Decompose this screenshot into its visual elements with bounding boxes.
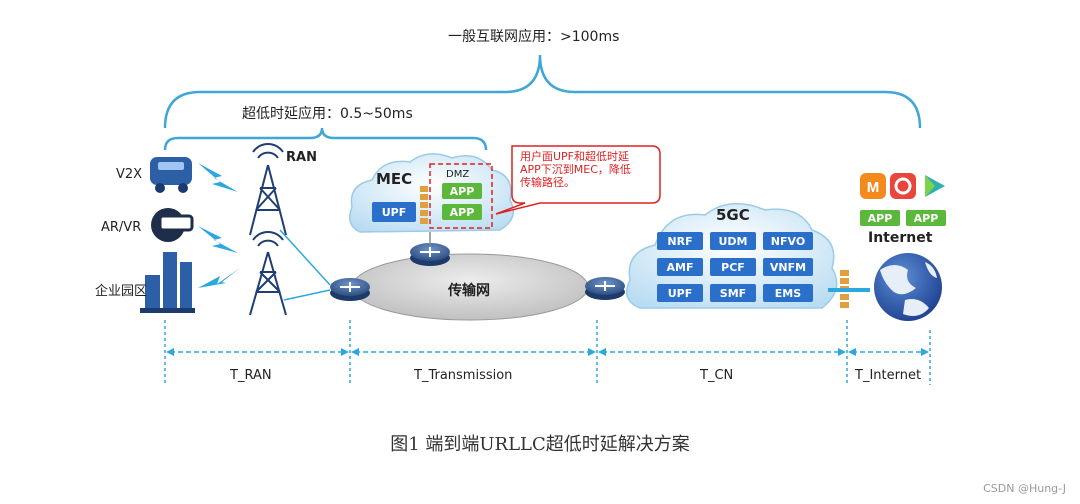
- core-nf-box: AMF: [657, 258, 703, 276]
- callout-bubble: [495, 145, 661, 215]
- ran-tower-top: [249, 143, 287, 236]
- internet-app-icons: M: [860, 173, 945, 199]
- general-latency-brace: [163, 54, 922, 129]
- watermark: CSDN @Hung-J: [983, 482, 1066, 495]
- core-nf-box: UPF: [657, 284, 703, 302]
- dmz-label: DMZ: [446, 169, 470, 180]
- mec-app-box: APP: [442, 204, 482, 220]
- car-icon: [150, 157, 192, 193]
- internet-app-box: APP: [860, 210, 900, 226]
- mec-upf-box: UPF: [372, 202, 416, 222]
- wireless-signal-icons: [198, 163, 240, 288]
- segment-label-internet: T_Internet: [855, 368, 922, 383]
- core-nf-box: NRF: [657, 232, 703, 250]
- router-icon-ran: [330, 278, 370, 301]
- core-title: 5GC: [716, 206, 750, 224]
- callout-text: 用户面UPF和超低时延APP下沉到MEC，降低传输路径。: [520, 150, 631, 189]
- segment-label-transmission: T_Transmission: [414, 368, 513, 383]
- figure-caption: 图1 端到端URLLC超低时延解决方案: [390, 434, 690, 455]
- internet-label: Internet: [868, 230, 933, 246]
- internet-app-box: APP: [906, 210, 946, 226]
- core-nf-box: NFVO: [763, 232, 813, 250]
- device-label-v2x: V2X: [116, 167, 143, 182]
- core-nf-box: UDM: [710, 232, 756, 250]
- ran-tower-bottom: [249, 231, 287, 316]
- router-icon-mec: [410, 243, 450, 266]
- core-nf-box: VNFM: [763, 258, 813, 276]
- device-label-enterprise: 企业园区: [95, 284, 148, 299]
- mec-firewall-icon: [420, 186, 428, 224]
- segment-arrows: [164, 320, 931, 385]
- router-icon-core: [585, 277, 625, 300]
- vr-headset-icon: [151, 208, 194, 242]
- globe-icon: [874, 253, 942, 321]
- enterprise-building-icon: [140, 252, 195, 313]
- general-latency-label: 一般互联网应用：>100ms: [448, 29, 620, 45]
- mec-title: MEC: [376, 170, 413, 188]
- transport-network-label: 传输网: [448, 283, 490, 299]
- mec-app-box: APP: [442, 183, 482, 199]
- core-cloud: [625, 202, 838, 309]
- device-label-arvr: AR/VR: [101, 220, 142, 235]
- core-nf-box: SMF: [710, 284, 756, 302]
- dmz-box: [429, 163, 493, 229]
- ran-label: RAN: [286, 150, 317, 165]
- svg-text:M: M: [867, 179, 880, 196]
- segment-arrowheads: [166, 348, 929, 356]
- core-nf-box: PCF: [710, 258, 756, 276]
- segment-label-ran: T_RAN: [230, 368, 272, 383]
- ultra-low-latency-label: 超低时延应用：0.5~50ms: [242, 106, 413, 122]
- ultra-low-latency-brace: [163, 127, 488, 151]
- core-nf-box: EMS: [763, 284, 813, 302]
- segment-label-cn: T_CN: [700, 368, 734, 383]
